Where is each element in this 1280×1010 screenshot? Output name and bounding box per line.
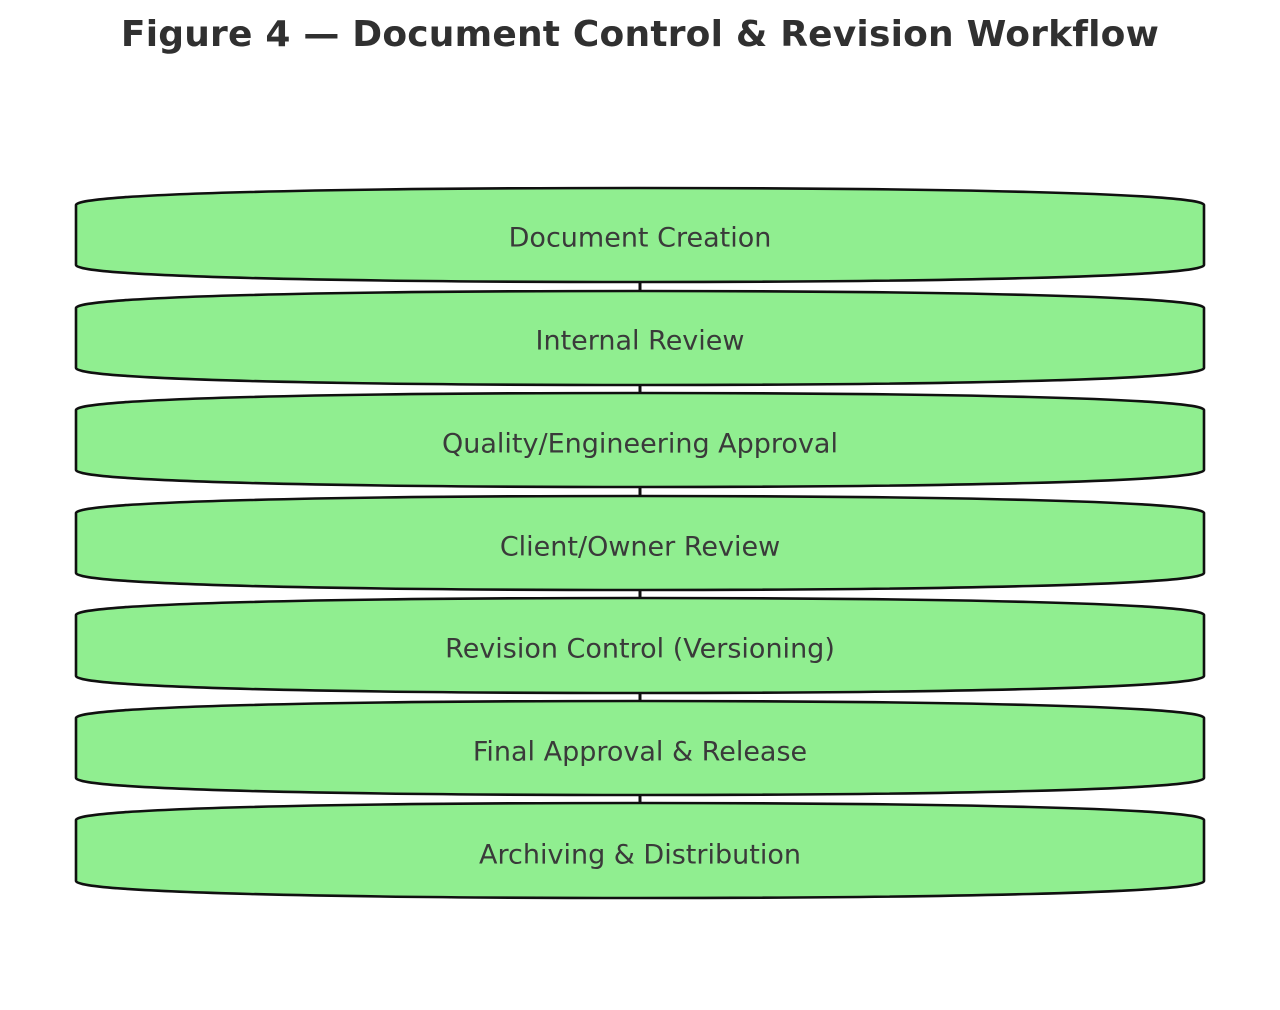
node-quality-engineering-approval[interactable]: Quality/Engineering Approval: [74, 391, 1206, 489]
node-shape-cylinder: [74, 289, 1206, 387]
node-label: Client/Owner Review: [500, 532, 780, 563]
figure-title: Figure 4 — Document Control & Revision W…: [120, 14, 1160, 55]
node-label: Quality/Engineering Approval: [442, 429, 838, 460]
node-shape-cylinder: [74, 699, 1206, 797]
node-shape-cylinder: [74, 186, 1206, 284]
node-shape-cylinder: [74, 391, 1206, 489]
node-document-creation[interactable]: Document Creation: [74, 186, 1206, 284]
node-shape-cylinder: [74, 494, 1206, 592]
node-label: Revision Control (Versioning): [445, 634, 835, 665]
node-shape-cylinder: [74, 801, 1206, 900]
node-label: Final Approval & Release: [473, 737, 807, 768]
node-label: Document Creation: [509, 223, 772, 254]
node-final-approval-release[interactable]: Final Approval & Release: [74, 699, 1206, 797]
node-client-owner-review[interactable]: Client/Owner Review: [74, 494, 1206, 592]
node-archiving-distribution[interactable]: Archiving & Distribution: [74, 801, 1206, 900]
node-shape-cylinder: [74, 596, 1206, 695]
node-label: Archiving & Distribution: [479, 840, 801, 871]
node-revision-control-versioning[interactable]: Revision Control (Versioning): [74, 596, 1206, 695]
node-label: Internal Review: [536, 326, 745, 357]
node-internal-review[interactable]: Internal Review: [74, 289, 1206, 387]
